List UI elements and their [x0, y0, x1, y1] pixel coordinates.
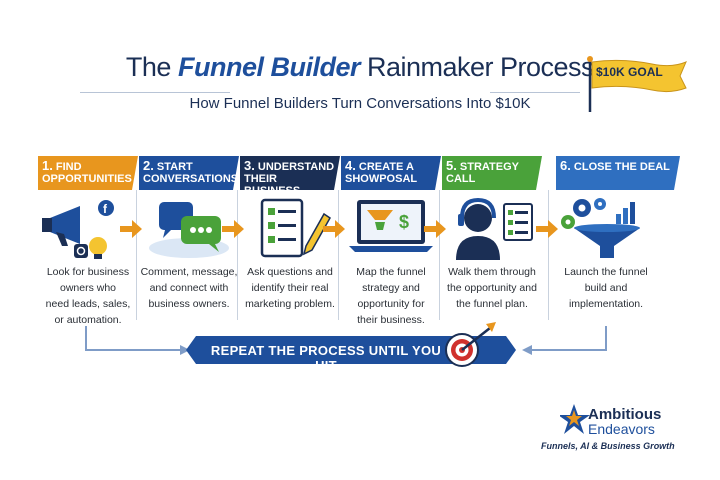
- brand-tagline: Funnels, AI & Business Growth: [541, 441, 675, 451]
- target-icon: [445, 322, 496, 367]
- step-4-banner-shape: [341, 156, 441, 190]
- brand-name: Ambitious: [588, 406, 662, 423]
- chat-bubbles-icon: [149, 202, 229, 258]
- svg-text:$: $: [399, 212, 409, 232]
- title-rule-right: [490, 92, 580, 93]
- arrow-right-icon: [222, 220, 244, 238]
- checklist-icon: [260, 198, 331, 258]
- step-1-banner: 1. FIND OPPORTUNITIES: [42, 158, 132, 185]
- step-5-banner: 5. STRATEGY CALL: [446, 158, 519, 185]
- page-title: The Funnel Builder Rainmaker Process: [125, 52, 595, 82]
- arrow-right-icon: [424, 220, 446, 238]
- laptop-funnel-icon: $: [349, 200, 433, 252]
- svg-text:f: f: [103, 202, 108, 216]
- step-2-banner: 2. START CONVERSATIONS: [143, 158, 239, 185]
- arrow-right-icon: [536, 220, 558, 238]
- brand-name-2: Endeavors: [588, 421, 655, 437]
- step-3-banner-shape: [240, 156, 340, 190]
- title-rule-left: [80, 92, 230, 93]
- funnel-gears-icon: [561, 198, 640, 258]
- step-divider: [136, 190, 137, 320]
- step-divider: [338, 190, 339, 320]
- page-subtitle: How Funnel Builders Turn Conversations I…: [189, 95, 531, 112]
- step-6-banner: 6. CLOSE THE DEAL: [560, 158, 670, 173]
- megaphone-icon: f: [42, 200, 114, 259]
- arrow-right-icon: [120, 220, 142, 238]
- repeat-banner: REPEAT THE PROCESS UNTIL YOU HIT: [210, 343, 442, 373]
- arrow-right-icon: [323, 220, 345, 238]
- step-divider: [548, 190, 549, 320]
- title-highlight: Funnel Builder: [177, 52, 361, 82]
- step-5-banner-shape: [442, 156, 542, 190]
- step-2-banner-shape: [139, 156, 239, 190]
- star-logo-icon: [560, 404, 590, 434]
- step-divider: [439, 190, 440, 320]
- goal-flag-icon: [587, 56, 687, 112]
- step-3-banner: 3. UNDERSTAND THEIR BUSINESS: [244, 158, 335, 197]
- step-divider: [237, 190, 238, 320]
- goal-badge: $10K GOAL: [596, 65, 663, 79]
- repeat-loop: [85, 322, 607, 367]
- headset-icon: [456, 197, 533, 260]
- step-1-banner-shape: [38, 156, 138, 190]
- step-6-banner-shape: [556, 156, 680, 190]
- step-4-banner: 4. CREATE A SHOWPOSAL: [345, 158, 418, 185]
